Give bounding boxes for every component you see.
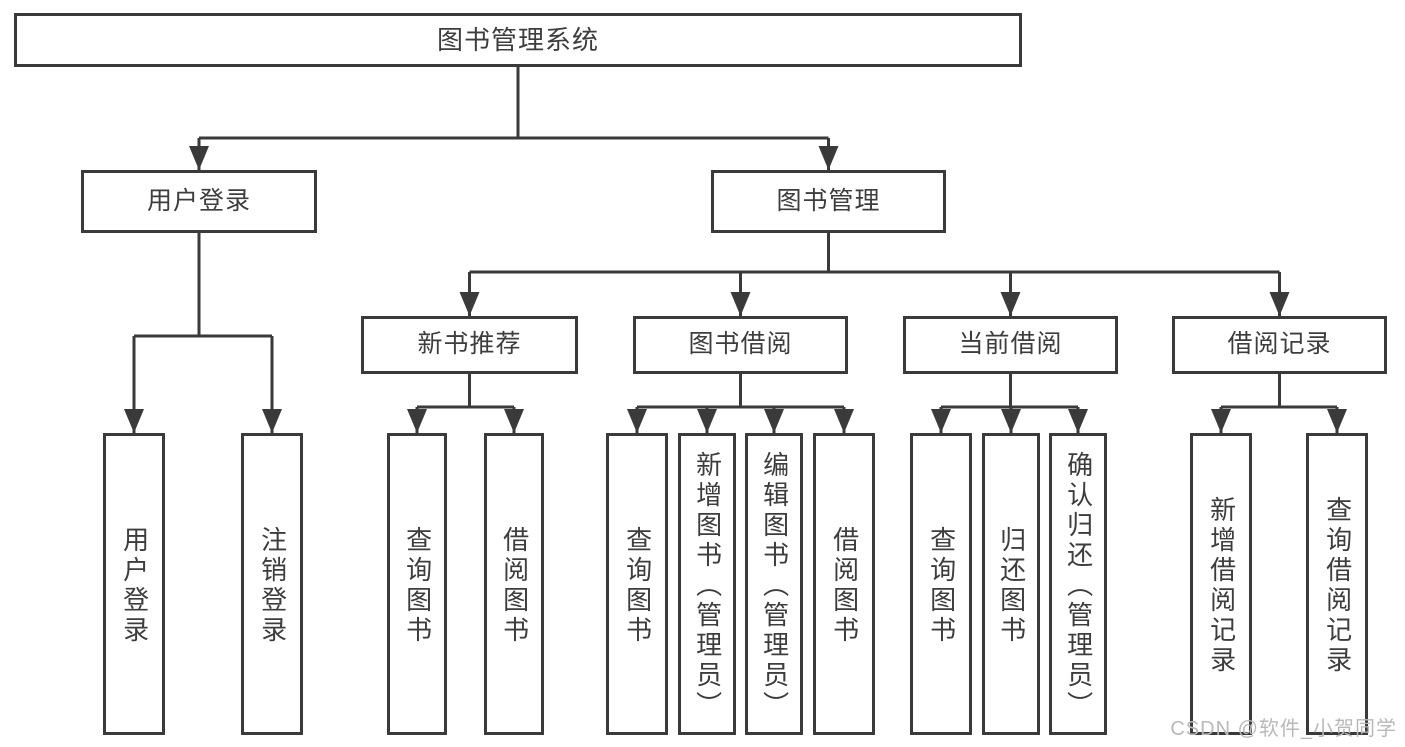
node-leaf-bw-add: 新增图书（管理员）: [678, 433, 736, 735]
node-label: 新增图书（管理员）: [692, 451, 723, 721]
node-leaf-cu-r: 归还图书: [982, 433, 1040, 735]
node-leaf-logout: 注销登录: [241, 433, 303, 735]
arrowhead-icon: [1327, 409, 1347, 433]
arrowhead-icon: [1211, 409, 1231, 433]
arrowhead-icon: [124, 409, 144, 433]
node-label: 图书管理: [776, 186, 881, 215]
node-leaf-nb-q: 查询图书: [387, 433, 447, 735]
node-leaf-cu-c: 确认归还（管理员）: [1049, 433, 1107, 735]
arrowhead-icon: [189, 146, 209, 170]
node-label: 借阅图书: [499, 526, 530, 646]
node-label: 图书借阅: [688, 330, 793, 359]
arrowhead-icon: [262, 409, 282, 433]
node-label: 确认归还（管理员）: [1063, 451, 1094, 721]
node-leaf-bw-q: 查询图书: [606, 433, 668, 735]
node-label: 当前借阅: [958, 330, 1063, 359]
arrowhead-icon: [459, 292, 480, 316]
node-label: 查询图书: [926, 526, 957, 646]
arrowhead-icon: [697, 409, 717, 433]
node-label: 归还图书: [996, 526, 1027, 646]
node-label: 编辑图书（管理员）: [759, 451, 790, 721]
node-bookmgmt: 图书管理: [711, 170, 946, 233]
node-current: 当前借阅: [903, 316, 1118, 374]
node-leaf-bw-br: 借阅图书: [813, 433, 875, 735]
arrowhead-icon: [407, 409, 427, 433]
watermark-label: CSDN @软件_小贺同学: [1170, 718, 1397, 740]
node-label: 借阅记录: [1227, 330, 1332, 359]
arrowhead-icon: [764, 409, 784, 433]
arrowhead-icon: [1001, 409, 1021, 433]
node-label: 注销登录: [257, 526, 288, 646]
node-label: 新书推荐: [417, 330, 522, 359]
node-label: 查询图书: [402, 526, 433, 646]
node-leaf-cu-q: 查询图书: [910, 433, 972, 735]
node-label: 查询图书: [622, 526, 653, 646]
node-records: 借阅记录: [1172, 316, 1387, 374]
arrowhead-icon: [1000, 292, 1021, 316]
arrowhead-icon: [834, 409, 854, 433]
node-label: 用户登录: [119, 526, 150, 646]
arrowhead-icon: [818, 146, 839, 170]
node-newbook: 新书推荐: [361, 316, 578, 374]
node-label: 查询借阅记录: [1322, 496, 1353, 676]
arrowhead-icon: [627, 409, 647, 433]
arrowhead-icon: [730, 292, 751, 316]
node-leaf-nb-b: 借阅图书: [484, 433, 544, 735]
node-leaf-login: 用户登录: [103, 433, 165, 735]
node-label: 新增借阅记录: [1206, 496, 1237, 676]
node-leaf-rc-add: 新增借阅记录: [1190, 433, 1252, 735]
node-borrow: 图书借阅: [633, 316, 848, 374]
node-leaf-bw-ed: 编辑图书（管理员）: [745, 433, 803, 735]
arrowhead-icon: [1269, 292, 1290, 316]
node-root: 图书管理系统: [14, 13, 1022, 67]
node-label: 图书管理系统: [436, 24, 599, 55]
node-label: 借阅图书: [829, 526, 860, 646]
arrowhead-icon: [504, 409, 524, 433]
node-leaf-rc-q: 查询借阅记录: [1306, 433, 1368, 735]
node-login: 用户登录: [81, 170, 317, 233]
arrowhead-icon: [931, 409, 951, 433]
arrowhead-icon: [1068, 409, 1088, 433]
node-label: 用户登录: [146, 186, 251, 215]
